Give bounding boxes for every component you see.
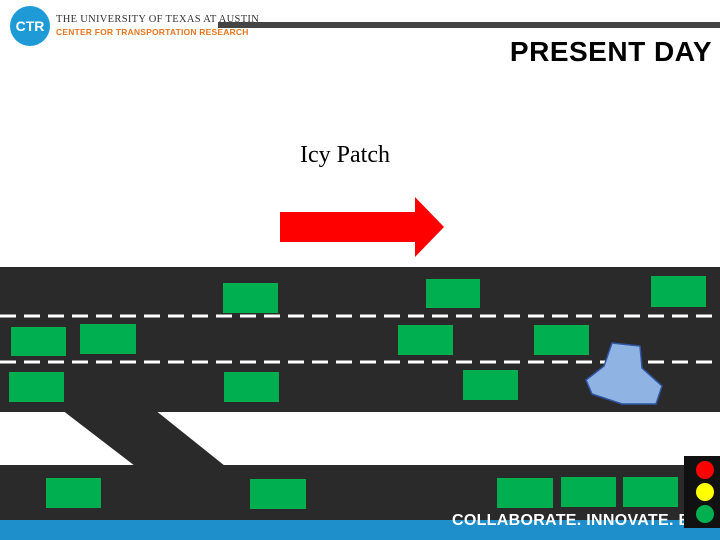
car [561,477,616,507]
car [398,325,453,355]
cars [9,276,706,509]
car [651,276,706,307]
car [497,478,553,508]
on-ramp [62,410,225,466]
car [463,370,518,400]
car [46,478,101,508]
car [534,325,589,355]
car [11,327,66,356]
car [224,372,279,402]
car [9,372,64,402]
car [623,477,678,507]
center-name: CENTER FOR TRANSPORTATION RESEARCH [56,27,249,37]
traffic-light-icon [684,456,720,528]
slide-title: PRESENT DAY [509,36,712,67]
ctr-logo: CTR [10,6,50,46]
car [426,279,480,308]
icy-patch-label: Icy Patch [300,142,390,168]
footer-bar [0,520,720,540]
arrow-right-icon [280,197,444,257]
header-rule [218,22,720,28]
university-name: THE UNIVERSITY OF TEXAS AT AUSTIN [56,14,260,25]
logo-text: CTR [15,18,45,34]
car [80,324,136,354]
footer-tagline: COLLABORATE. INNOVATE. EDUCATE. [452,512,688,529]
car [250,479,306,509]
yellow-light [696,483,714,501]
red-light [696,461,714,479]
car [223,283,278,313]
green-light [696,505,714,523]
ice-patch-icon [585,342,663,405]
